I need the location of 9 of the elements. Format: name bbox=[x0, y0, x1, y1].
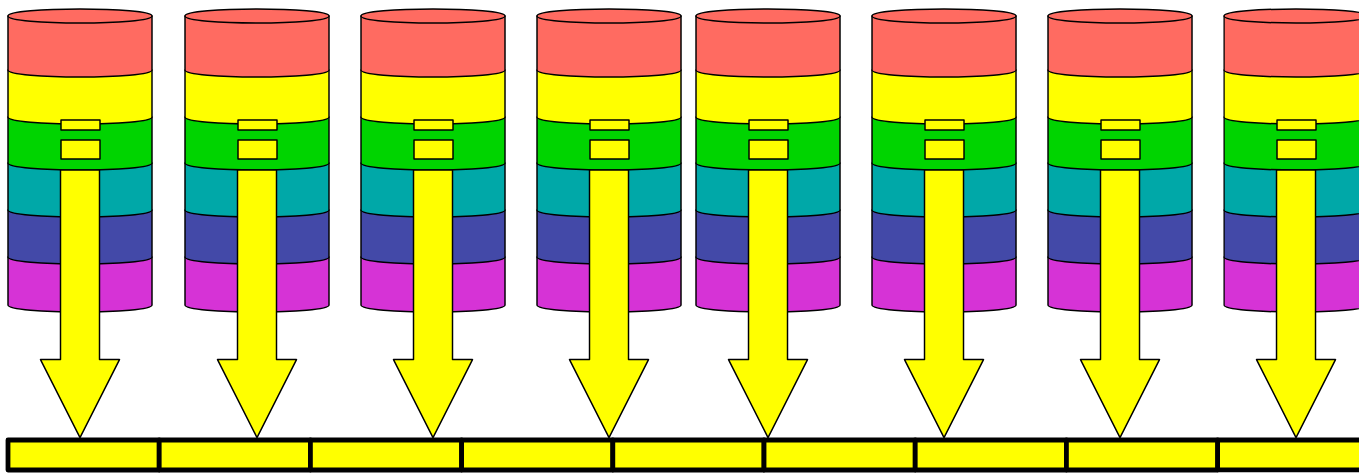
block-arrow bbox=[216, 169, 298, 439]
bar-segment bbox=[1215, 437, 1359, 473]
block-arrow bbox=[903, 169, 985, 439]
block-arrow bbox=[568, 169, 650, 439]
block-arrow bbox=[727, 169, 809, 439]
block-arrow bbox=[39, 169, 121, 439]
block-arrow bbox=[392, 169, 474, 439]
block-arrow bbox=[1079, 169, 1161, 439]
block-arrow bbox=[1255, 169, 1337, 439]
